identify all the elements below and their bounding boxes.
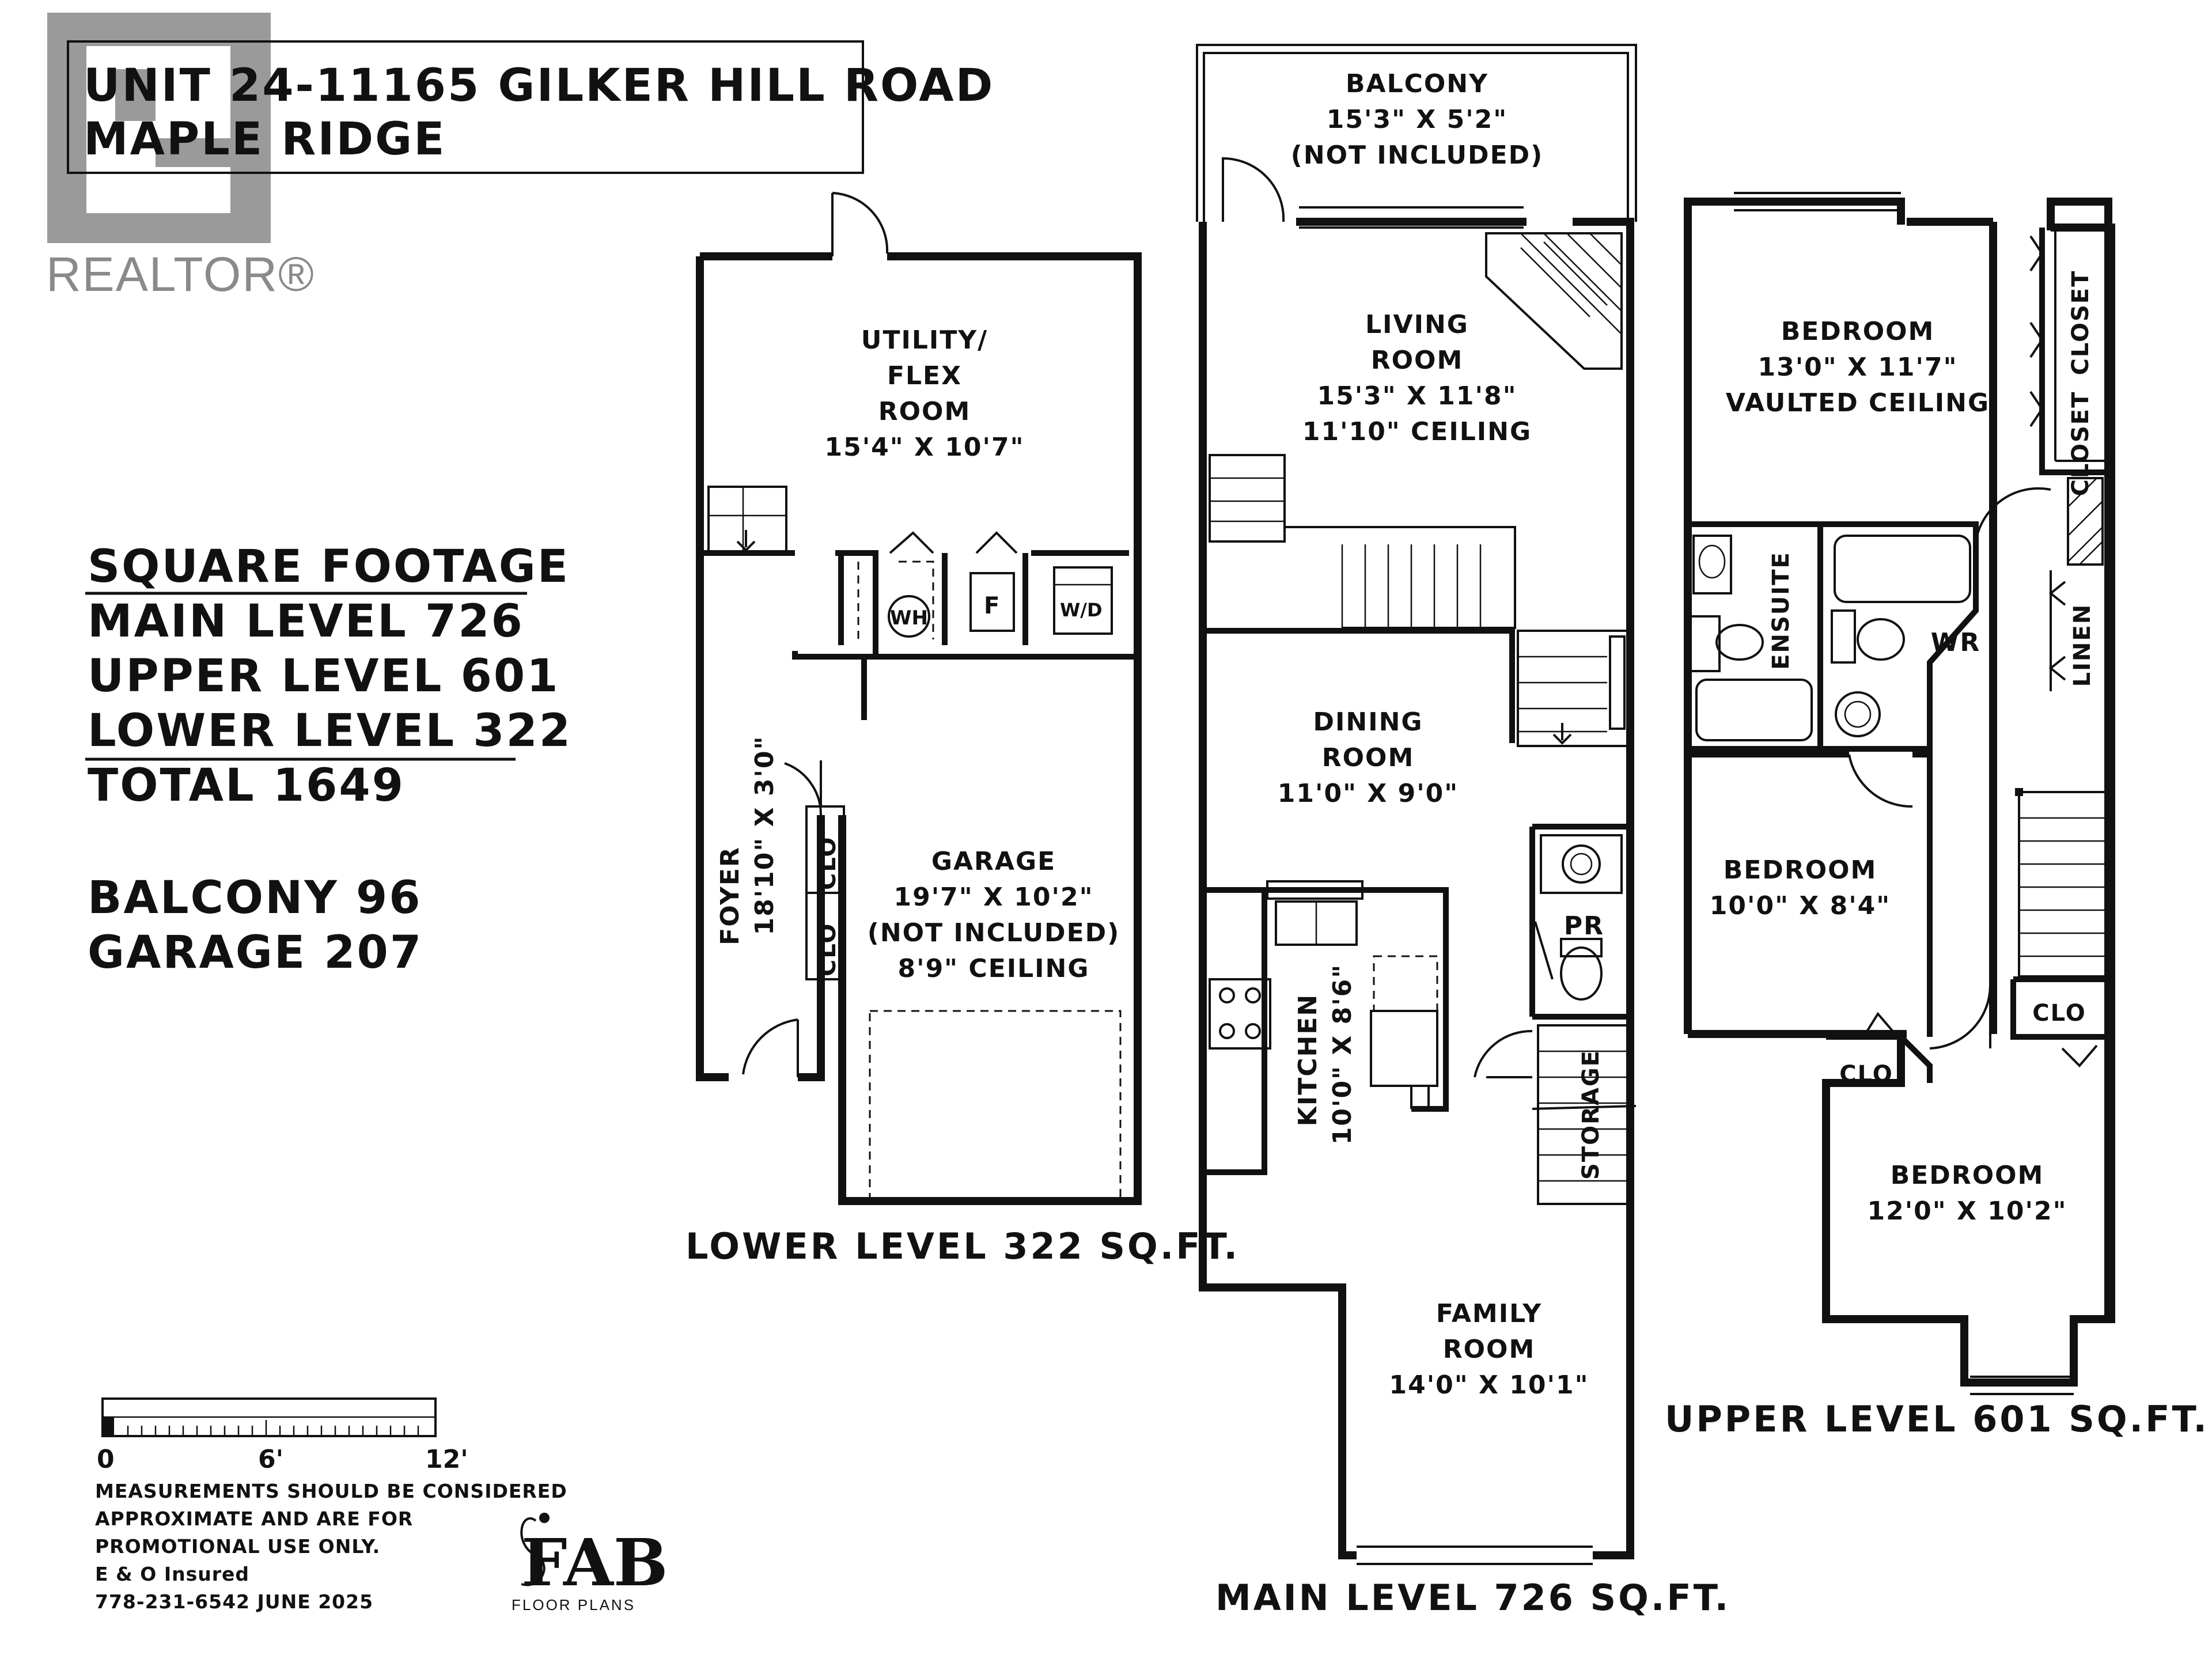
sqft-balcony: BALCONY 96 [88, 872, 422, 924]
realtor-logo: REALTOR® [46, 13, 315, 301]
washer-dryer-icon [1053, 566, 1113, 635]
living-dims: 15'3" X 11'8" [1317, 381, 1517, 411]
bedroom1-dims: 13'0" X 11'7" [1758, 353, 1957, 382]
chase-icon [2067, 477, 2104, 566]
dining-label-1: DINING [1313, 707, 1423, 737]
f-label: F [984, 593, 999, 619]
balcony-outline [1196, 44, 1637, 222]
bedroom3-label: BEDROOM [1891, 1161, 2044, 1190]
disclaimer-line-5: 778-231-6542 JUNE 2025 [95, 1590, 373, 1613]
clo-label-b: CLO [2032, 1000, 2086, 1027]
address-line-2: MAPLE RIDGE [84, 113, 446, 165]
kitchen-dims: 10'0" X 8'6" [1328, 964, 1357, 1145]
bedroom1-ceiling: VAULTED CEILING [1726, 388, 1990, 418]
sqft-main: MAIN LEVEL 726 [88, 596, 524, 647]
foyer-label: FOYER [715, 846, 745, 945]
disclaimer-line-1: MEASUREMENTS SHOULD BE CONSIDERED [95, 1480, 567, 1502]
upper-stairs [2015, 788, 2107, 978]
dining-dims: 11'0" X 9'0" [1278, 779, 1459, 808]
sqft-heading: SQUARE FOOTAGE [88, 541, 570, 593]
closet-label-2: CLOSET [2067, 391, 2094, 497]
lower-level-plan: WH F W/D CLO CLO UTILITY/ FLEX ROOM 15'4… [685, 192, 1240, 1267]
wr-label: WR [1931, 628, 1980, 657]
utility-label-1: UTILITY/ [861, 325, 988, 355]
storage-label: STORAGE [1578, 1050, 1604, 1180]
realtor-wordmark: REALTOR® [46, 247, 315, 301]
utility-dims: 15'4" X 10'7" [824, 433, 1024, 462]
scale-tick-0: 0 [97, 1445, 115, 1474]
furnace-icon [969, 572, 1015, 632]
balcony-note: (NOT INCLUDED) [1291, 141, 1544, 170]
utility-label-3: ROOM [878, 397, 971, 426]
disclaimer-line-3: PROMOTIONAL USE ONLY. [95, 1535, 380, 1558]
utility-label-2: FLEX [887, 361, 962, 391]
bedroom2-dims: 10'0" X 8'4" [1710, 891, 1891, 921]
square-footage-block: SQUARE FOOTAGE MAIN LEVEL 726 UPPER LEVE… [85, 541, 572, 979]
sqft-total: TOTAL 1649 [88, 760, 405, 812]
foyer-dims: 18'10" X 3'0" [750, 735, 779, 935]
scale-tick-12: 12' [425, 1445, 468, 1474]
upper-level-caption: UPPER LEVEL 601 SQ.FT. [1665, 1398, 2209, 1440]
clo-label-a: CLO [1839, 1061, 1893, 1088]
family-label-1: FAMILY [1436, 1299, 1542, 1328]
wd-label: W/D [1060, 599, 1103, 621]
fireplace-icon [1485, 232, 1623, 370]
garage-ceiling: 8'9" CEILING [897, 954, 1089, 983]
fab-logo: FAB FLOOR PLANS [512, 1513, 668, 1613]
scale-tick-6: 6' [258, 1445, 283, 1474]
bedroom2-label: BEDROOM [1724, 855, 1877, 885]
dining-label-2: ROOM [1322, 743, 1414, 772]
clo-label-2: CLO [815, 923, 841, 976]
main-level-plan: BALCONY 15'3" X 5'2" (NOT INCLUDED) LIVI… [1196, 44, 1730, 1619]
foyer-closets: CLO CLO [805, 805, 845, 980]
fab-wordmark: FAB [521, 1525, 668, 1601]
wh-label: WH [890, 607, 928, 630]
main-stairs-lower [1517, 630, 1628, 747]
sqft-upper: UPPER LEVEL 601 [88, 650, 559, 702]
bedroom3-dims: 12'0" X 10'2" [1867, 1196, 2067, 1226]
address-line-1: UNIT 24-11165 GILKER HILL ROAD [84, 60, 994, 112]
garage-note: (NOT INCLUDED) [868, 918, 1120, 948]
linen-label: LINEN [2069, 604, 2096, 687]
scale-bar: 0 6' 12' [97, 1397, 468, 1474]
family-dims: 14'0" X 10'1" [1389, 1370, 1589, 1400]
disclaimer: MEASUREMENTS SHOULD BE CONSIDERED APPROX… [95, 1480, 567, 1613]
balcony-dims: 15'3" X 5'2" [1327, 105, 1508, 134]
main-level-caption: MAIN LEVEL 726 SQ.FT. [1215, 1577, 1730, 1619]
garage-label: GARAGE [931, 847, 1056, 876]
upper-level-plan: CLOSET CLOSET [1665, 192, 2209, 1440]
sqft-lower: LOWER LEVEL 322 [88, 705, 572, 757]
main-stairs-upper [1207, 454, 1516, 743]
balcony-label: BALCONY [1346, 69, 1488, 99]
bedroom1-label: BEDROOM [1781, 317, 1935, 346]
pr-label: PR [1564, 911, 1604, 941]
family-label-2: ROOM [1443, 1335, 1535, 1364]
closet-label-1: CLOSET [2067, 270, 2094, 376]
clo-label-1: CLO [815, 836, 841, 890]
living-label-1: LIVING [1365, 310, 1469, 339]
lower-stairs [707, 486, 787, 554]
living-label-2: ROOM [1371, 346, 1463, 375]
ensuite-label: ENSUITE [1768, 551, 1794, 670]
disclaimer-line-2: APPROXIMATE AND ARE FOR [95, 1508, 413, 1530]
living-ceiling: 11'10" CEILING [1302, 417, 1532, 446]
disclaimer-line-4: E & O Insured [95, 1563, 249, 1585]
garage-dims: 19'7" X 10'2" [893, 882, 1093, 912]
water-heater-icon [888, 595, 930, 638]
lower-level-caption: LOWER LEVEL 322 SQ.FT. [685, 1225, 1240, 1267]
fab-subtitle: FLOOR PLANS [512, 1596, 635, 1613]
sqft-garage: GARAGE 207 [88, 927, 423, 979]
address-header: UNIT 24-11165 GILKER HILL ROAD MAPLE RID… [67, 40, 994, 174]
kitchen-label: KITCHEN [1293, 994, 1323, 1126]
